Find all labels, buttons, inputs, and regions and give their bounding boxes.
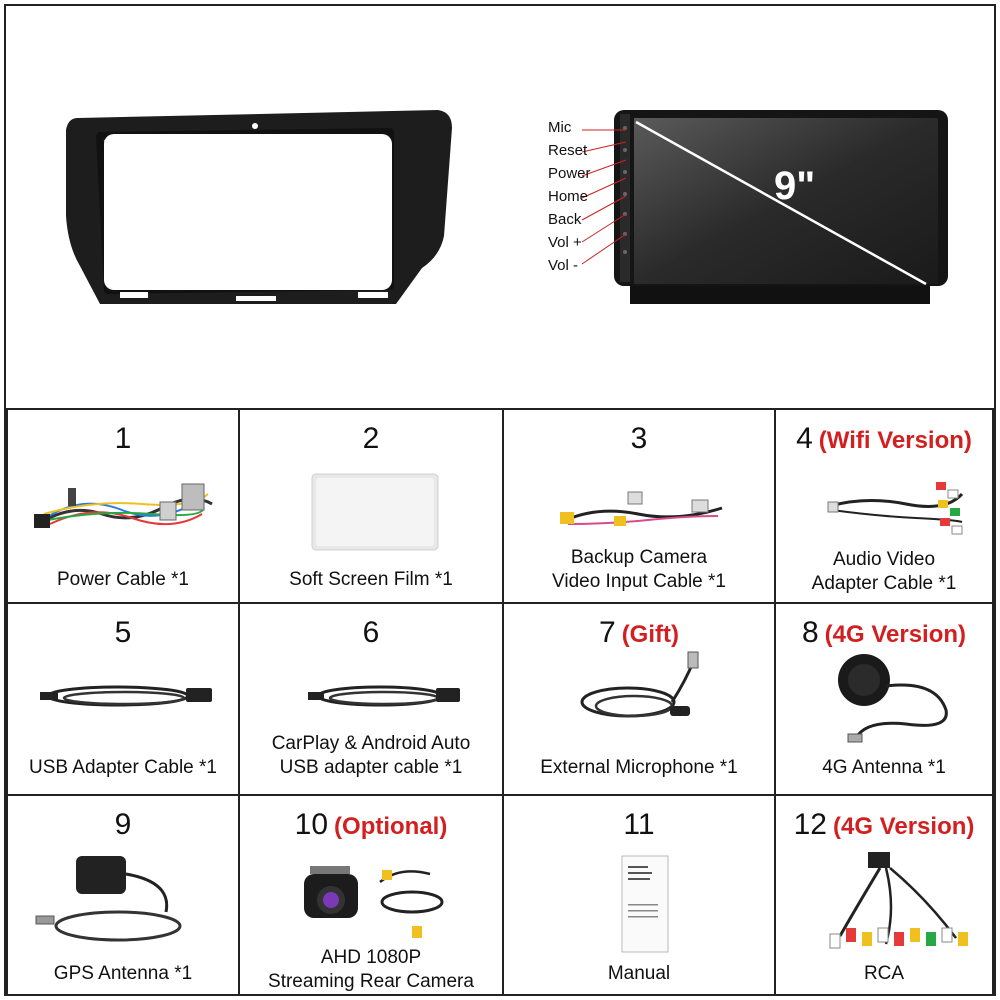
item-caption: 4G Antenna *1 bbox=[822, 757, 946, 778]
label-mic: Mic bbox=[548, 119, 572, 136]
label-vol-down: Vol - bbox=[548, 257, 579, 274]
item-caption: Power Cable *1 bbox=[56, 569, 190, 590]
item-4g-antenna: 8(4G Version) 4G Antenna *1 bbox=[774, 602, 994, 796]
item-microphone: 7(Gift) External Microphone *1 bbox=[502, 602, 776, 796]
carplay-cable-image bbox=[308, 685, 460, 707]
rear-camera-image bbox=[304, 866, 444, 938]
item-caption: USB Adapter Cable *1 bbox=[28, 757, 217, 778]
item-camera-cable: 3 Backup Camera Video Input Cable *1 bbox=[502, 408, 776, 604]
item-caption: RCA bbox=[863, 963, 905, 984]
item-number: 8(4G Version) bbox=[801, 616, 967, 649]
hero-panel: Mic Reset Power Home Back Vol + Vol - 9" bbox=[6, 6, 994, 406]
4g-antenna-image bbox=[838, 654, 948, 743]
item-caption: Soft Screen Film *1 bbox=[289, 569, 453, 590]
item-number: 1 bbox=[114, 422, 132, 455]
item-carplay-cable: 6 CarPlay & Android Auto USB adapter cab… bbox=[238, 602, 504, 796]
item-manual: 11 Manual bbox=[502, 794, 776, 996]
item-caption: AHD 1080P Streaming Rear Camera bbox=[268, 947, 474, 992]
item-number: 4(Wifi Version) bbox=[796, 422, 972, 455]
button-leader-lines bbox=[581, 129, 627, 265]
label-back: Back bbox=[548, 211, 582, 228]
item-usb-cable: 5 USB Adapter Cable *1 bbox=[6, 602, 240, 796]
item-caption: GPS Antenna *1 bbox=[53, 963, 193, 984]
power-cable-image bbox=[34, 483, 213, 528]
head-unit-image bbox=[614, 110, 948, 304]
item-av-cable: 4(Wifi Version) Audio Video Adapter Cabl… bbox=[774, 408, 994, 604]
camera-cable-image bbox=[560, 491, 723, 526]
item-caption: Manual bbox=[607, 963, 671, 984]
screen-size-label: 9" bbox=[774, 164, 816, 208]
item-screen-film: 2 Soft Screen Film *1 bbox=[238, 408, 504, 604]
item-number: 12(4G Version) bbox=[793, 808, 975, 841]
label-reset: Reset bbox=[548, 142, 588, 159]
rca-image bbox=[829, 852, 968, 949]
item-caption: External Microphone *1 bbox=[540, 757, 738, 778]
item-caption: Backup Camera Video Input Cable *1 bbox=[552, 547, 726, 592]
item-number: 7(Gift) bbox=[599, 616, 679, 649]
button-labels: Mic Reset Power Home Back Vol + Vol - bbox=[548, 116, 591, 277]
label-home: Home bbox=[548, 188, 589, 205]
item-rear-camera: 10(Optional) AHD 1080P Streaming Rear Ca… bbox=[238, 794, 504, 996]
microphone-image bbox=[580, 651, 699, 718]
item-number: 6 bbox=[362, 616, 380, 649]
item-number: 2 bbox=[362, 422, 380, 455]
screen-film-image bbox=[311, 473, 439, 551]
gps-antenna-image bbox=[35, 856, 182, 942]
item-rca: 12(4G Version) RCA bbox=[774, 794, 994, 996]
accessory-grid: 1 Power Cable *1 2 Soft Screen Film *1 3 bbox=[6, 408, 994, 996]
usb-cable-image bbox=[40, 685, 212, 707]
item-caption: Audio Video Adapter Cable *1 bbox=[811, 549, 957, 594]
dash-frame-image bbox=[66, 110, 452, 304]
label-vol-up: Vol + bbox=[548, 234, 582, 251]
manual-image bbox=[621, 855, 669, 953]
av-cable-image bbox=[827, 482, 964, 535]
item-number: 9 bbox=[114, 808, 132, 841]
item-number: 3 bbox=[630, 422, 648, 455]
label-power: Power bbox=[548, 165, 591, 182]
item-number: 5 bbox=[114, 616, 132, 649]
item-number: 11 bbox=[623, 808, 655, 841]
item-number: 10(Optional) bbox=[294, 808, 448, 841]
item-power-cable: 1 Power Cable *1 bbox=[6, 408, 240, 604]
item-caption: CarPlay & Android Auto USB adapter cable… bbox=[271, 733, 471, 778]
item-gps-antenna: 9 GPS Antenna *1 bbox=[6, 794, 240, 996]
